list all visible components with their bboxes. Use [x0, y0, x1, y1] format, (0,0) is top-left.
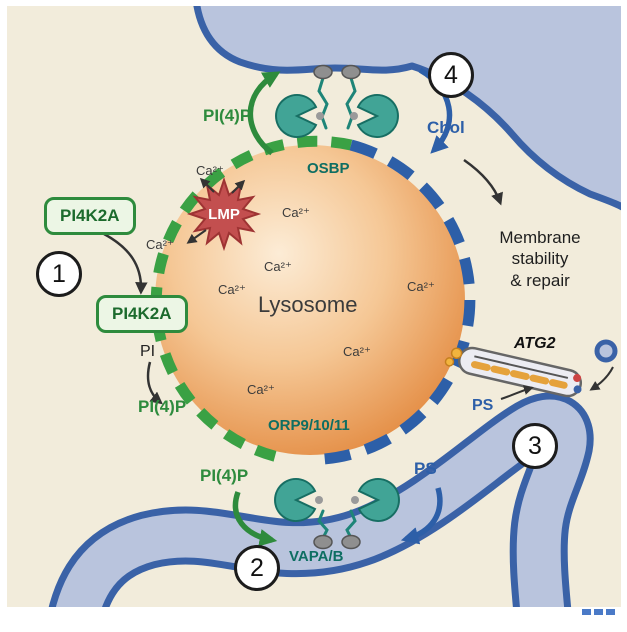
- vesicle-icon: [594, 339, 618, 363]
- step-marker-4: 4: [428, 52, 474, 98]
- step-marker-2: 2: [234, 545, 280, 591]
- flow-arrows: [103, 67, 614, 547]
- compression-artifact: [582, 609, 622, 617]
- frame-top: [0, 0, 627, 6]
- membrane-stability-text: Membrane stability & repair: [499, 228, 581, 290]
- osbp-label: OSBP: [307, 160, 350, 177]
- pi4p-label-bottom: PI(4)P: [200, 466, 249, 485]
- lmp-label: LMP: [208, 206, 240, 223]
- pi4k2a-box-cytosolic: PI4K2A: [44, 197, 136, 235]
- pi4k2a-box-membrane: PI4K2A: [96, 295, 188, 333]
- membrane-repair-arrow: [463, 158, 503, 206]
- ca-ion-label: Ca²⁺: [218, 282, 246, 297]
- atg2-label: ATG2: [514, 335, 556, 352]
- ps-transfer-arrow-bottom: [400, 487, 443, 545]
- vapab-orp-complex-icon: [274, 478, 400, 550]
- ca-ion-label: Ca²⁺: [407, 279, 435, 294]
- vesicle-to-bridge-arrow: [589, 366, 614, 391]
- frame-bottom: [0, 607, 627, 632]
- step-marker-3: 3: [512, 423, 558, 469]
- ca-ion-label: Ca²⁺: [264, 259, 292, 274]
- ca-ion-label: Ca²⁺: [282, 205, 310, 220]
- er-membrane-bottom: [43, 392, 594, 632]
- ps-label-bottom: PS: [414, 459, 437, 478]
- pi4p-transfer-arrow-bottom: [232, 491, 278, 547]
- lysosome-membrane-pi4p-side: [150, 135, 353, 464]
- lysosome-label: Lysosome: [258, 292, 358, 317]
- atg2-bridge-icon: [444, 346, 582, 398]
- pi-label: PI: [140, 343, 156, 360]
- lysosome-membrane-ps-side: [323, 139, 476, 465]
- step-marker-1: 1: [36, 251, 82, 297]
- ca-ion-label: Ca²⁺: [247, 382, 275, 397]
- frame-left: [0, 0, 7, 632]
- ca-ion-label: Ca²⁺: [196, 163, 224, 178]
- pi4k2a-recruitment-arrow: [103, 232, 148, 295]
- pi-to-pi4p-arrow: [146, 361, 163, 405]
- chol-label: Chol: [427, 118, 465, 137]
- orp-label: ORP9/10/11: [268, 417, 350, 434]
- pi4p-label-left: PI(4)P: [138, 397, 187, 416]
- pi4p-label-top: PI(4)P: [203, 106, 252, 125]
- frame-right: [621, 0, 627, 632]
- vapab-label: VAPA/B: [289, 548, 344, 565]
- ps-label-atg2: PS: [472, 397, 494, 414]
- osbp-complex-icon: [275, 64, 399, 138]
- pi4p-transfer-arrow-top: [247, 71, 281, 156]
- ca-ion-label: Ca²⁺: [343, 344, 371, 359]
- ca-ion-label: Ca²⁺: [146, 237, 174, 252]
- ca-release-arrow-2: [231, 179, 246, 194]
- ca-release-arrow-1: [199, 177, 215, 193]
- er-membrane-top: [192, 0, 627, 214]
- ps-to-bridge-arrow: [500, 385, 534, 400]
- ca-release-arrow-3: [186, 229, 207, 244]
